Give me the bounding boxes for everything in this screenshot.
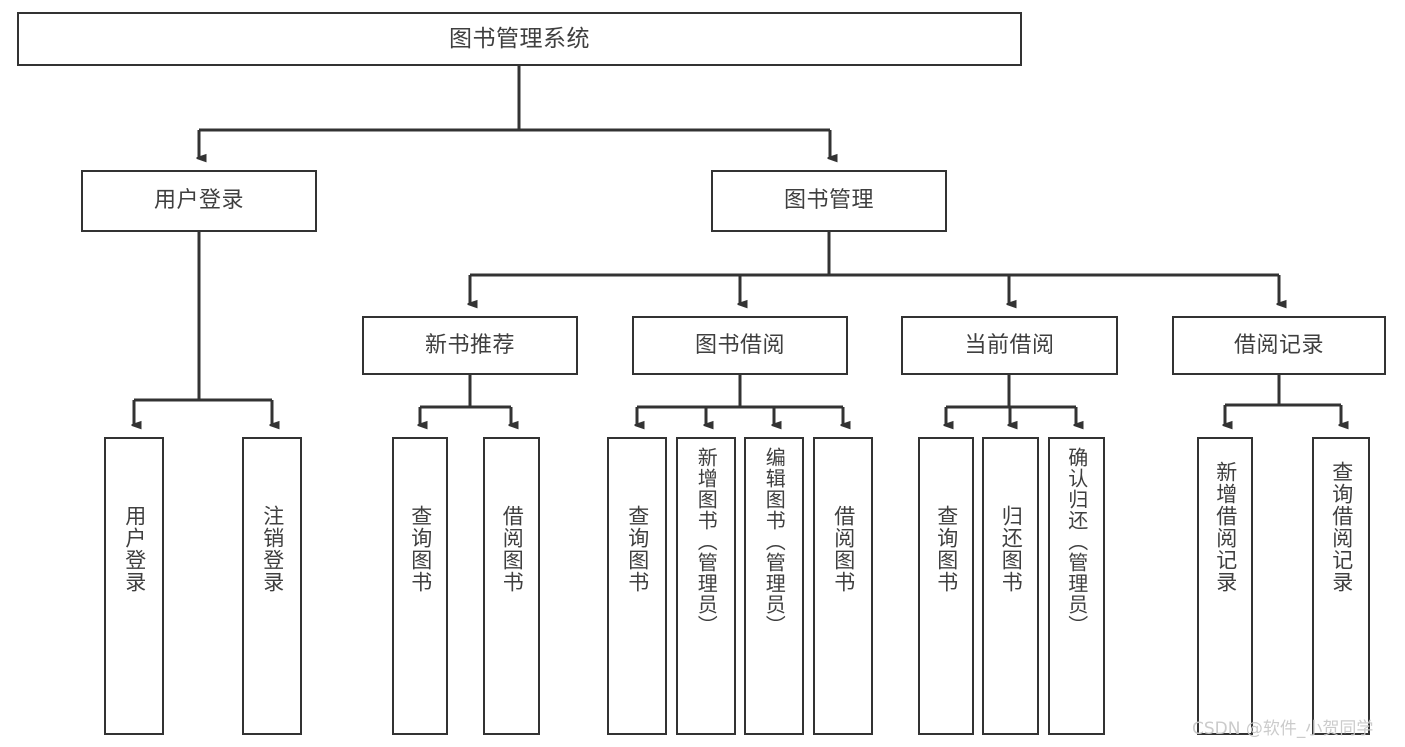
node-label: 归还图书 bbox=[999, 505, 1024, 593]
node-label: 用户登录 bbox=[122, 505, 147, 593]
node-current-borrow[interactable]: 当前借阅 bbox=[901, 316, 1118, 375]
node-label: 图书管理 bbox=[783, 188, 874, 214]
node-label: 借阅图书 bbox=[500, 505, 525, 593]
csdn-watermark: CSDN @软件_小贺同学 bbox=[1192, 719, 1374, 739]
node-label: 查询图书 bbox=[934, 505, 959, 593]
leaf-query-book-recommend[interactable]: 查询图书 bbox=[392, 437, 448, 735]
node-book-borrow[interactable]: 图书借阅 bbox=[632, 316, 848, 375]
leaf-logout-login[interactable]: 注销登录 bbox=[242, 437, 302, 735]
node-root-book-management-system[interactable]: 图书管理系统 bbox=[17, 12, 1022, 66]
node-label: 借阅图书 bbox=[831, 505, 856, 593]
node-label: 查询图书 bbox=[408, 505, 433, 593]
node-label: 确认归还（管理员） bbox=[1064, 447, 1089, 636]
node-label: 借阅记录 bbox=[1233, 332, 1324, 358]
leaf-add-book-admin[interactable]: 新增图书（管理员） bbox=[676, 437, 736, 735]
leaf-add-borrow-record[interactable]: 新增借阅记录 bbox=[1197, 437, 1253, 735]
leaf-borrow-book-recommend[interactable]: 借阅图书 bbox=[483, 437, 540, 735]
node-label: 新书推荐 bbox=[424, 332, 515, 358]
node-user-login[interactable]: 用户登录 bbox=[81, 170, 317, 232]
leaf-query-borrow-record[interactable]: 查询借阅记录 bbox=[1312, 437, 1370, 735]
node-book-management[interactable]: 图书管理 bbox=[711, 170, 947, 232]
leaf-query-book-current[interactable]: 查询图书 bbox=[918, 437, 974, 735]
node-label: 图书管理系统 bbox=[449, 25, 590, 52]
node-label: 查询图书 bbox=[625, 505, 650, 593]
node-label: 新增借阅记录 bbox=[1213, 461, 1238, 593]
leaf-user-login[interactable]: 用户登录 bbox=[104, 437, 164, 735]
node-label: 用户登录 bbox=[153, 188, 244, 214]
node-label: 新增图书（管理员） bbox=[694, 447, 719, 636]
leaf-confirm-return-admin[interactable]: 确认归还（管理员） bbox=[1048, 437, 1105, 735]
node-label: 查询借阅记录 bbox=[1329, 461, 1354, 593]
leaf-query-book-borrow[interactable]: 查询图书 bbox=[607, 437, 667, 735]
node-new-book-recommend[interactable]: 新书推荐 bbox=[362, 316, 578, 375]
node-borrow-record[interactable]: 借阅记录 bbox=[1172, 316, 1386, 375]
leaf-edit-book-admin[interactable]: 编辑图书（管理员） bbox=[744, 437, 804, 735]
node-label: 当前借阅 bbox=[964, 332, 1055, 358]
leaf-return-book[interactable]: 归还图书 bbox=[982, 437, 1039, 735]
node-label: 注销登录 bbox=[260, 505, 285, 593]
node-label: 图书借阅 bbox=[694, 332, 785, 358]
leaf-borrow-book-borrow[interactable]: 借阅图书 bbox=[813, 437, 873, 735]
node-label: 编辑图书（管理员） bbox=[762, 447, 787, 636]
